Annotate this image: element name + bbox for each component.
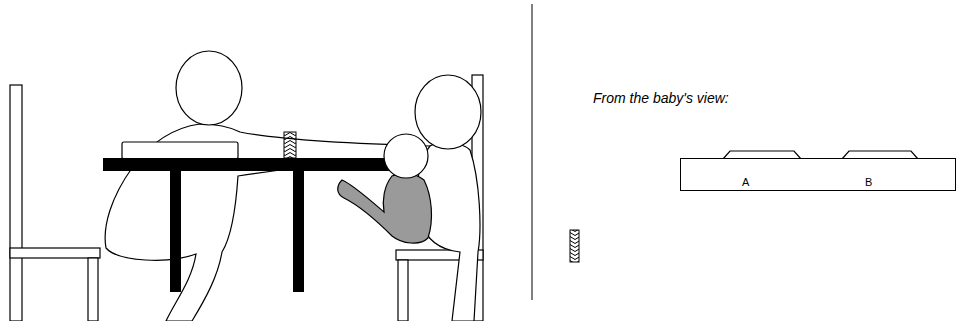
hiding-box — [122, 142, 238, 159]
table-leg — [293, 171, 304, 292]
location-letter: A — [742, 176, 749, 188]
location-letter: B — [865, 176, 872, 188]
toy — [284, 132, 296, 158]
baby — [338, 134, 432, 243]
chair-leg — [88, 258, 98, 321]
experimenter-body — [105, 124, 436, 321]
chair-seat — [10, 248, 100, 258]
parent-head — [415, 75, 481, 149]
table-leg — [170, 171, 181, 292]
left-chair — [10, 85, 100, 321]
experimenter-head — [176, 51, 242, 125]
chair-leg — [398, 260, 408, 321]
baby-head — [384, 134, 428, 178]
toy — [570, 230, 579, 262]
chair-back — [10, 85, 22, 321]
table-top — [103, 158, 433, 171]
box-front: AB — [680, 158, 956, 191]
experimenter — [105, 51, 436, 321]
table — [103, 158, 433, 292]
panel-divider — [532, 4, 533, 300]
baby-body — [338, 173, 432, 243]
panel-caption: From the baby's view: — [593, 90, 729, 106]
